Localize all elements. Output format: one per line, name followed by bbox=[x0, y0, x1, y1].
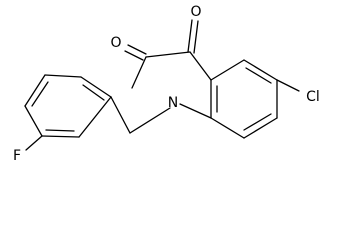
nitrogen-label: N bbox=[168, 95, 178, 111]
bond bbox=[25, 135, 43, 151]
molecule-drawing: O O N Cl F bbox=[13, 4, 320, 164]
bond bbox=[127, 44, 147, 55]
oxygen-label-c3: O bbox=[190, 4, 201, 20]
fluorine-label: F bbox=[13, 148, 21, 164]
bond bbox=[44, 74, 82, 78]
bond bbox=[110, 96, 131, 134]
bond bbox=[189, 51, 212, 81]
bond bbox=[82, 84, 105, 101]
atom-label-layer: O O N Cl F bbox=[13, 4, 320, 164]
bond bbox=[124, 50, 144, 61]
bond bbox=[193, 20, 199, 54]
bond bbox=[179, 103, 212, 119]
bond bbox=[145, 51, 191, 58]
bond bbox=[24, 105, 43, 137]
bond bbox=[45, 129, 75, 132]
bond bbox=[31, 81, 49, 107]
bond bbox=[243, 117, 278, 139]
bond bbox=[245, 67, 272, 84]
bond bbox=[243, 59, 278, 81]
bond bbox=[80, 76, 112, 98]
bond bbox=[276, 79, 300, 92]
bond bbox=[243, 113, 272, 131]
bond bbox=[187, 19, 193, 53]
bond bbox=[129, 107, 171, 134]
bond bbox=[41, 135, 80, 138]
oxygen-label-c2: O bbox=[110, 35, 121, 51]
bond bbox=[24, 74, 46, 107]
bond bbox=[210, 59, 245, 81]
chlorine-label: Cl bbox=[306, 89, 320, 105]
structure-diagram: O O N Cl F bbox=[13, 4, 320, 164]
bond bbox=[210, 117, 245, 139]
bond bbox=[131, 56, 147, 89]
bond bbox=[78, 96, 112, 138]
bond-layer bbox=[24, 19, 300, 151]
